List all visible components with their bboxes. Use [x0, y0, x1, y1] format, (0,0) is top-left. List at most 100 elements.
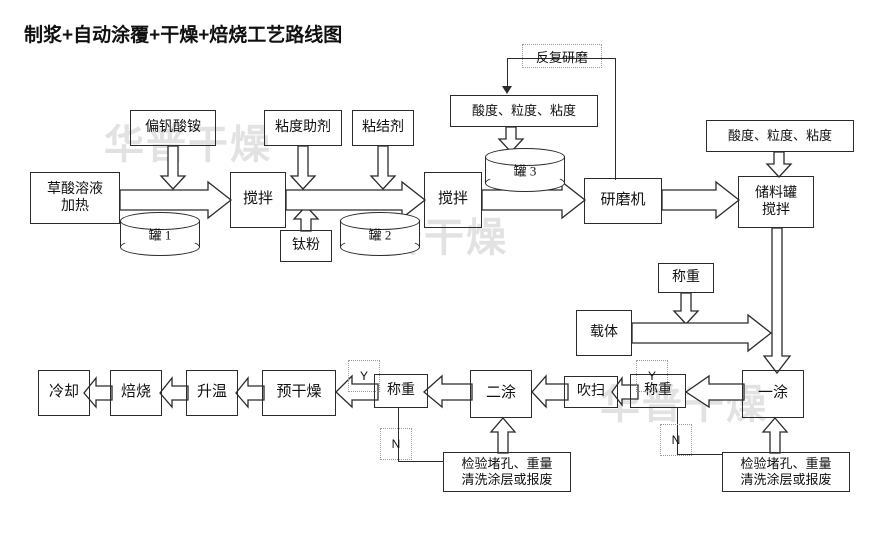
node-binder-label: 粘结剂 [362, 119, 404, 135]
decision-n-right[interactable]: N [660, 424, 692, 456]
arrow-storage-down-to-coat1 [762, 227, 792, 375]
node-pre-dry-label: 预干燥 [276, 384, 322, 401]
node-cool-label: 冷却 [48, 384, 79, 401]
node-grinder-label: 研磨机 [600, 192, 646, 209]
tank-1-bottom [120, 238, 200, 256]
node-weigh-carrier-label: 称重 [672, 269, 700, 285]
decision-n-left[interactable]: N [380, 428, 412, 460]
node-binder[interactable]: 粘结剂 [352, 110, 414, 146]
node-blow-clean-label: 吹扫 [577, 383, 605, 399]
node-quality-left[interactable]: 酸度、粒度、粘度 [450, 95, 598, 127]
node-quality-right[interactable]: 酸度、粒度、粘度 [706, 120, 854, 152]
node-viscosity-additive-label: 粘度助剂 [275, 119, 331, 135]
decision-n-left-label: N [391, 437, 401, 451]
node-coat-1-label: 一涂 [757, 385, 788, 402]
node-oxalic-acid-heating-line1: 草酸溶液 [47, 181, 103, 197]
node-inspect-right-line2: 清洗涂层或报废 [740, 472, 832, 487]
page-title: 制浆+自动涂覆+干燥+焙烧工艺路线图 [24, 25, 343, 46]
node-coat-2-label: 二涂 [485, 385, 516, 402]
arrow-oxalic-to-stir1 [119, 180, 233, 220]
line-grind-feedback-across [507, 58, 616, 60]
node-oxalic-acid-heating[interactable]: 草酸溶液 加热 [30, 172, 120, 224]
node-storage-tank-stir[interactable]: 储料罐 搅拌 [738, 176, 814, 228]
node-stir-1[interactable]: 搅拌 [230, 172, 286, 228]
arrow-binder-down [369, 145, 397, 190]
tank-1-top [120, 212, 200, 230]
arrow-grinder-to-storage [661, 180, 741, 220]
arrow-calcine-to-cool [83, 376, 113, 409]
tank-3-bottom [485, 174, 565, 192]
arrow-inspect-left-up [489, 417, 517, 454]
node-coat-1[interactable]: 一涂 [742, 370, 804, 418]
node-ammonium-metavanadate-label: 偏钒酸铵 [145, 119, 201, 135]
arrow-carrier-right [631, 313, 773, 353]
arrow-ammonium-to-stream [159, 145, 187, 190]
node-coat-2[interactable]: 二涂 [470, 370, 532, 418]
node-calcine-label: 焙烧 [120, 384, 151, 401]
node-repeat-grinding-label: 反复研磨 [535, 49, 588, 65]
node-stir-1-label: 搅拌 [242, 191, 273, 208]
node-inspect-left[interactable]: 检验堵孔、重量 清洗涂层或报废 [443, 452, 571, 492]
arrow-coat1-to-weigh [684, 374, 745, 409]
node-ammonium-metavanadate[interactable]: 偏钒酸铵 [130, 110, 216, 146]
line-grind-feedback-up [615, 58, 617, 180]
node-carrier-label: 载体 [590, 324, 618, 340]
arrow-blow-to-coat2 [531, 374, 569, 409]
tank-1[interactable]: 罐 1 [120, 212, 200, 256]
node-viscosity-additive[interactable]: 粘度助剂 [264, 110, 342, 146]
node-inspect-left-line1: 检验堵孔、重量 [461, 455, 553, 471]
node-calcine[interactable]: 焙烧 [110, 370, 162, 416]
arrow-coat2-to-weigh [423, 374, 473, 409]
line-grind-feedback-down [507, 58, 509, 86]
node-stir-2-label: 搅拌 [437, 191, 468, 208]
node-weigh-after-coat1-label: 称重 [644, 382, 672, 398]
node-inspect-left-line2: 清洗涂层或报废 [461, 472, 553, 487]
node-storage-tank-line1: 储料罐 [755, 185, 797, 201]
line-n-right-across [677, 454, 723, 456]
node-repeat-grinding[interactable]: 反复研磨 [522, 44, 602, 68]
node-weigh-carrier[interactable]: 称重 [658, 263, 714, 293]
decision-y-left-label: Y [359, 369, 368, 383]
node-weigh-after-coat2[interactable]: 称重 [374, 374, 428, 408]
node-cool[interactable]: 冷却 [38, 370, 90, 416]
decision-n-right-label: N [671, 433, 681, 447]
node-carrier[interactable]: 载体 [576, 310, 632, 356]
tank-3-top [485, 148, 565, 166]
tank-2-top [340, 212, 420, 230]
arrow-viscosity-down [289, 145, 317, 190]
node-stir-2[interactable]: 搅拌 [424, 172, 482, 228]
tank-1-label: 罐 1 [148, 227, 172, 243]
decision-y-right[interactable]: Y [636, 360, 668, 392]
arrow-weigh-carrier-down [672, 292, 700, 325]
node-oxalic-acid-heating-line2: 加热 [61, 199, 89, 214]
arrow-stir1-to-stir2 [285, 180, 427, 220]
node-weigh-after-coat2-label: 称重 [387, 382, 415, 398]
arrowhead-into-quality-left [502, 86, 512, 94]
tank-2-bottom [340, 238, 420, 256]
node-heat-up-label: 升温 [196, 384, 227, 401]
node-quality-left-label: 酸度、粒度、粘度 [471, 102, 576, 118]
node-weigh-after-coat1[interactable]: 称重 [630, 374, 686, 408]
line-n-left-down [398, 408, 400, 462]
line-n-left-across [398, 461, 444, 463]
arrow-quality-left-to-tank3 [497, 126, 525, 153]
decision-y-left[interactable]: Y [348, 360, 380, 392]
line-n-right-down [677, 408, 679, 455]
arrow-inspect-right-up [761, 417, 789, 454]
node-heat-up[interactable]: 升温 [186, 370, 238, 416]
node-titanium-powder[interactable]: 钛粉 [280, 230, 332, 262]
tank-3[interactable]: 罐 3 [485, 148, 565, 192]
node-grinder[interactable]: 研磨机 [584, 178, 662, 224]
node-inspect-right[interactable]: 检验堵孔、重量 清洗涂层或报废 [722, 452, 850, 492]
node-pre-dry[interactable]: 预干燥 [262, 370, 336, 416]
tank-2[interactable]: 罐 2 [340, 212, 420, 256]
arrow-predry-to-heatup [235, 376, 265, 409]
decision-y-right-label: Y [647, 369, 656, 383]
arrow-quality-right-to-storage [765, 151, 793, 178]
node-storage-tank-line2: 搅拌 [762, 203, 790, 218]
arrow-heatup-to-calcine [159, 376, 189, 409]
tank-2-label: 罐 2 [368, 227, 392, 243]
node-quality-right-label: 酸度、粒度、粘度 [727, 127, 832, 143]
node-blow-clean[interactable]: 吹扫 [564, 376, 618, 408]
node-inspect-right-line1: 检验堵孔、重量 [740, 455, 832, 471]
